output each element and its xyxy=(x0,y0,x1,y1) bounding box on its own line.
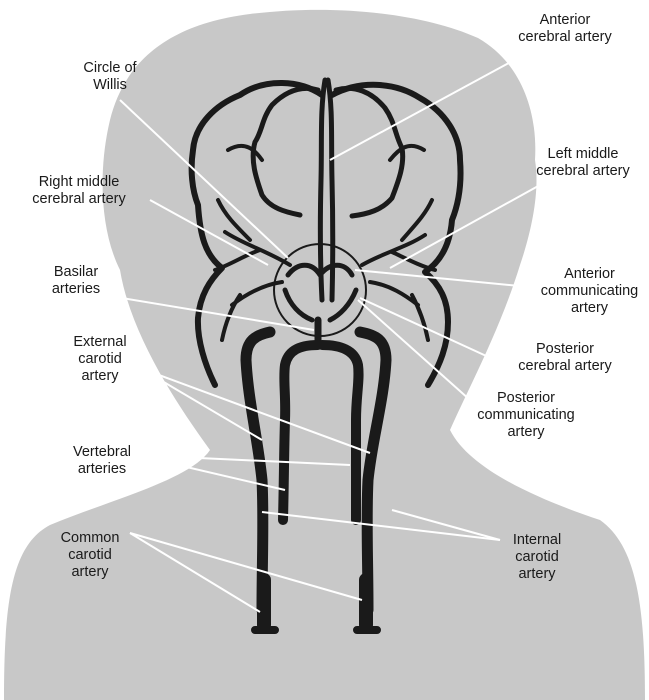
label-left-middle-cerebral-artery: Left middle cerebral artery xyxy=(520,146,646,180)
label-circle-of-willis: Circle of Willis xyxy=(50,60,170,94)
label-vertebral-arteries: Vertebral arteries xyxy=(52,444,152,478)
label-external-carotid-artery: External carotid artery xyxy=(50,334,150,385)
label-anterior-cerebral-artery: Anterior cerebral artery xyxy=(490,12,640,46)
label-basilar-arteries: Basilar arteries xyxy=(36,264,116,298)
label-common-carotid-artery: Common carotid artery xyxy=(40,530,140,581)
label-right-middle-cerebral-artery: Right middle cerebral artery xyxy=(4,174,154,208)
label-posterior-cerebral-artery: Posterior cerebral artery xyxy=(490,341,640,375)
label-internal-carotid-artery: Internal carotid artery xyxy=(492,532,582,583)
label-anterior-communicating-artery: Anterior communicating artery xyxy=(532,266,647,317)
label-posterior-communicating-artery: Posterior communicating artery xyxy=(465,390,587,441)
